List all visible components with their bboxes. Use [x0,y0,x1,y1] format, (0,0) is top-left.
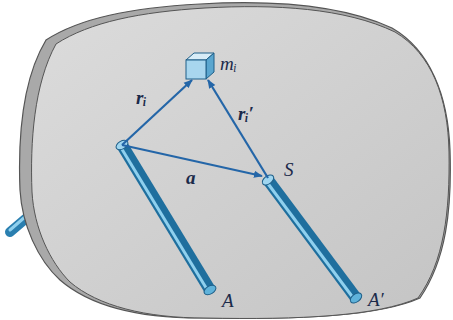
axis-cylinder [260,173,363,305]
vector-label: rᵢ [136,88,147,107]
axis-label: A [222,291,234,310]
rigid-body [32,7,450,319]
body-edge [20,3,451,319]
vector-label: a [186,168,196,187]
vector-label: rᵢ′ [238,104,254,123]
vector-arrow [122,80,192,145]
vector-arrow [208,80,268,178]
point-label: S [284,160,294,179]
axis-label: A′ [368,290,384,309]
mass-cube [186,53,214,79]
mass-label: mᵢ [220,54,237,73]
